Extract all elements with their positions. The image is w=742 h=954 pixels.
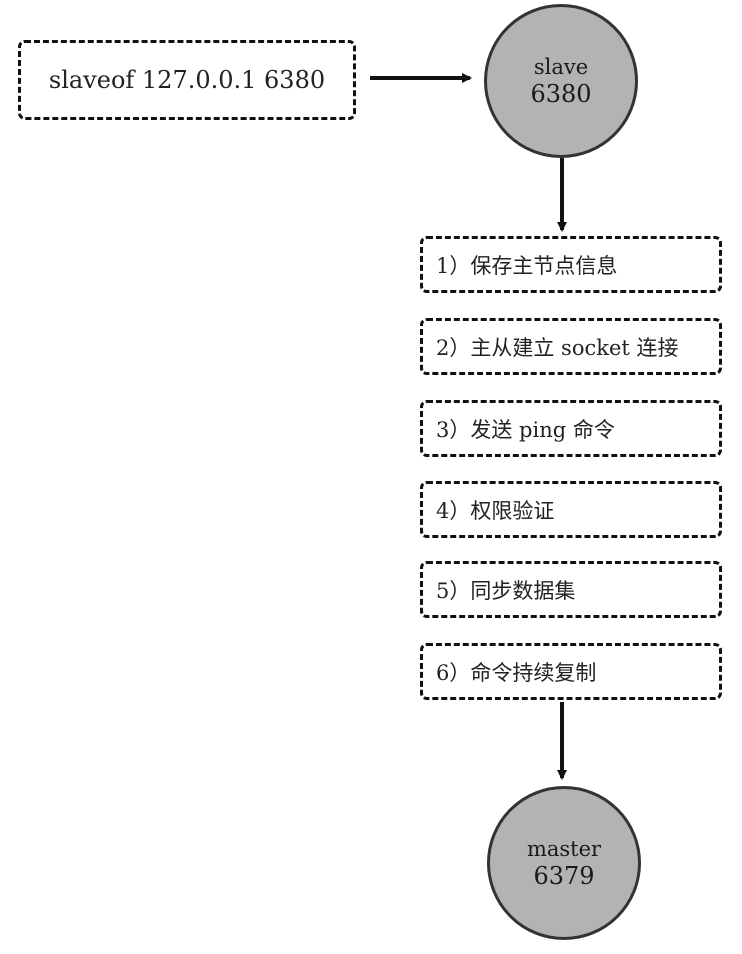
step-save-master-info: 1）保存主节点信息 (420, 236, 722, 293)
slaveof-command-text: slaveof 127.0.0.1 6380 (48, 66, 326, 94)
step-authentication: 4）权限验证 (420, 481, 722, 538)
step-label: 6）命令持续复制 (436, 660, 597, 685)
slave-node: slave 6380 (484, 4, 638, 158)
step-label: 2）主从建立 socket 连接 (436, 335, 679, 360)
step-continuous-replication: 6）命令持续复制 (420, 643, 722, 700)
slave-node-label: slave (533, 55, 589, 79)
master-node-label: master (526, 837, 602, 861)
slave-node-port: 6380 (530, 80, 592, 108)
step-label: 3）发送 ping 命令 (436, 417, 615, 442)
step-label: 5）同步数据集 (436, 578, 576, 603)
master-node: master 6379 (487, 786, 641, 940)
step-send-ping: 3）发送 ping 命令 (420, 400, 722, 457)
step-socket-connection: 2）主从建立 socket 连接 (420, 318, 722, 375)
step-label: 1）保存主节点信息 (436, 253, 618, 278)
step-sync-dataset: 5）同步数据集 (420, 561, 722, 618)
master-node-port: 6379 (533, 862, 595, 890)
step-label: 4）权限验证 (436, 498, 555, 523)
slaveof-command-box: slaveof 127.0.0.1 6380 (18, 40, 356, 120)
